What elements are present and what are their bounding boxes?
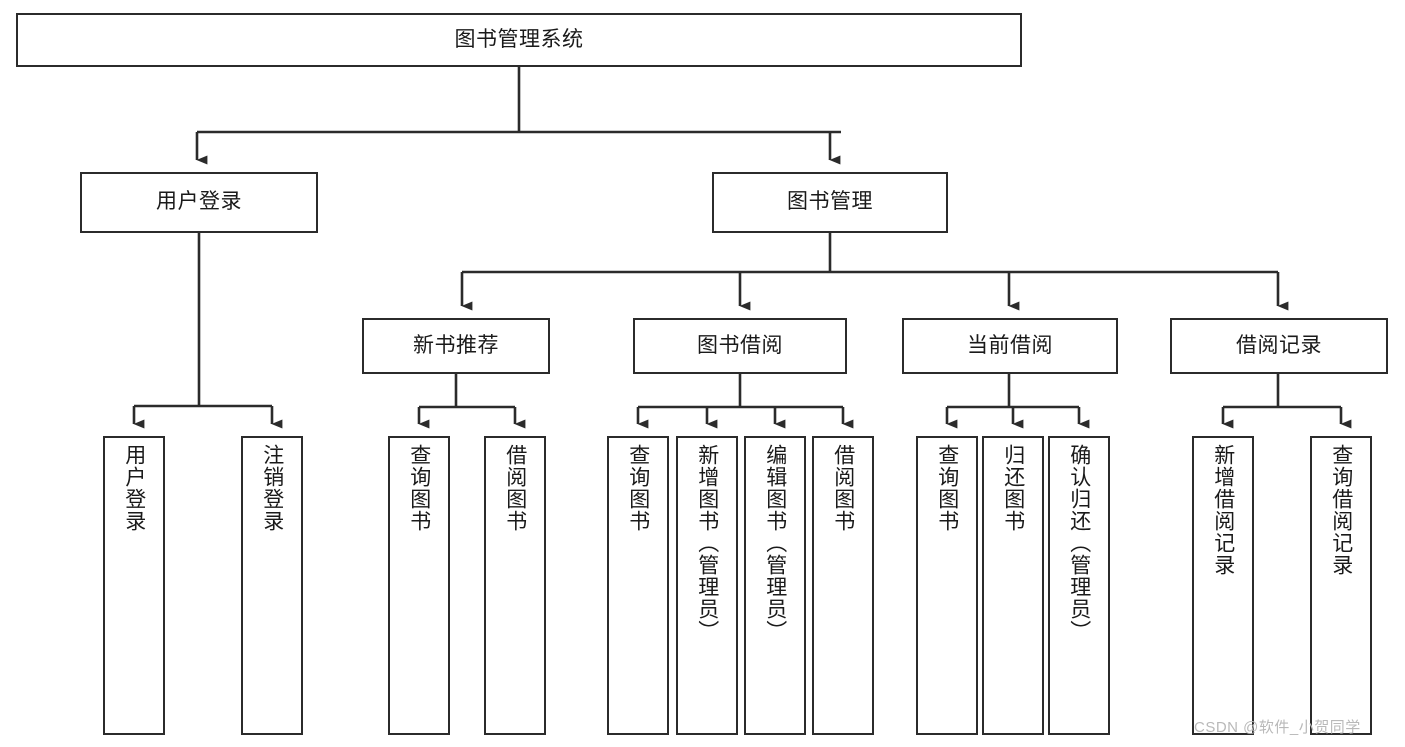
node-borrowing-record[interactable]: 借阅记录 <box>1170 318 1388 374</box>
edges-root-to-level1 <box>195 67 841 165</box>
edges-book-mgmt-to-level2 <box>460 233 1289 311</box>
node-leaf-query-borrow-record[interactable]: 查询借阅记录 <box>1310 436 1372 735</box>
node-label: 图书管理 <box>787 190 873 214</box>
node-leaf-borrow-book-rec[interactable]: 借阅图书 <box>484 436 546 735</box>
edges-book-borrow-to-leaves <box>636 374 854 429</box>
node-book-management[interactable]: 图书管理 <box>712 172 948 233</box>
node-leaf-query-book-current[interactable]: 查询图书 <box>916 436 978 735</box>
node-leaf-edit-book-admin[interactable]: 编辑图书（管理员） <box>744 436 806 735</box>
node-label: 编辑图书（管理员） <box>763 444 787 642</box>
node-label: 查询借阅记录 <box>1329 444 1353 576</box>
node-leaf-add-borrow-record[interactable]: 新增借阅记录 <box>1192 436 1254 735</box>
node-new-book-recommendation[interactable]: 新书推荐 <box>362 318 550 374</box>
node-leaf-borrow-book[interactable]: 借阅图书 <box>812 436 874 735</box>
node-leaf-query-book-borrow[interactable]: 查询图书 <box>607 436 669 735</box>
node-label: 查询图书 <box>407 444 431 532</box>
node-label: 借阅图书 <box>831 444 855 532</box>
node-label: 新增借阅记录 <box>1211 444 1235 576</box>
node-book-borrowing[interactable]: 图书借阅 <box>633 318 847 374</box>
node-leaf-add-book-admin[interactable]: 新增图书（管理员） <box>676 436 738 735</box>
node-label: 借阅图书 <box>503 444 527 532</box>
node-leaf-logout[interactable]: 注销登录 <box>241 436 303 735</box>
node-label: 图书管理系统 <box>454 27 584 51</box>
node-label: 用户登录 <box>156 190 242 214</box>
node-current-borrowing[interactable]: 当前借阅 <box>902 318 1118 374</box>
node-leaf-confirm-return-admin[interactable]: 确认归还（管理员） <box>1048 436 1110 735</box>
node-label: 确认归还（管理员） <box>1067 444 1091 642</box>
edges-new-book-rec-to-leaves <box>417 374 526 429</box>
node-label: 借阅记录 <box>1236 333 1322 357</box>
edges-current-borrow-to-leaves <box>945 374 1090 429</box>
node-leaf-user-login[interactable]: 用户登录 <box>103 436 165 735</box>
node-leaf-return-book[interactable]: 归还图书 <box>982 436 1044 735</box>
node-root-book-management-system[interactable]: 图书管理系统 <box>16 13 1022 67</box>
node-user-login[interactable]: 用户登录 <box>80 172 318 233</box>
node-label: 注销登录 <box>260 444 284 532</box>
edges-borrow-record-to-leaves <box>1221 374 1352 429</box>
node-label: 新增图书（管理员） <box>695 444 719 642</box>
node-label: 查询图书 <box>935 444 959 532</box>
node-leaf-query-book-rec[interactable]: 查询图书 <box>388 436 450 735</box>
node-label: 查询图书 <box>626 444 650 532</box>
node-label: 图书借阅 <box>697 333 783 357</box>
node-label: 新书推荐 <box>413 333 499 357</box>
node-label: 当前借阅 <box>967 333 1053 357</box>
node-label: 归还图书 <box>1001 444 1025 532</box>
edges-user-login-to-leaves <box>132 233 283 429</box>
node-label: 用户登录 <box>122 444 146 532</box>
